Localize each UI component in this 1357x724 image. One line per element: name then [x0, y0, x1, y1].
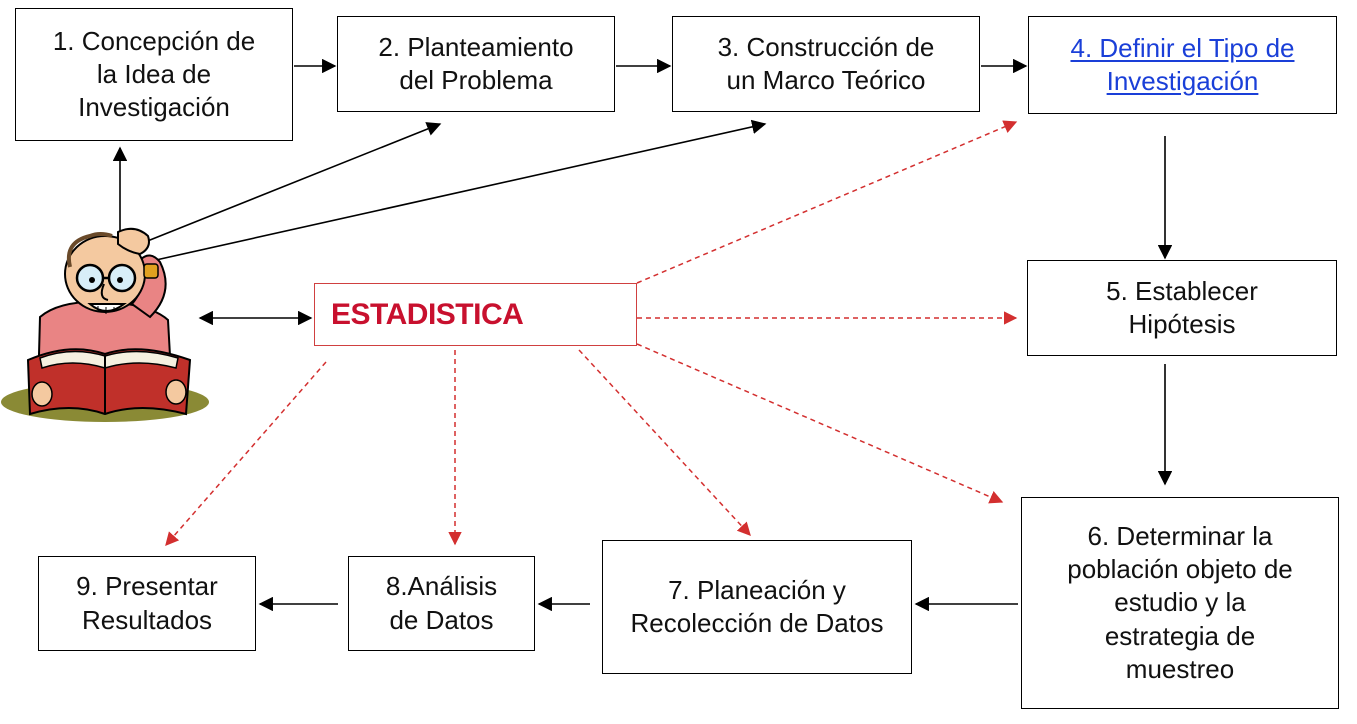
arrow-researcher-to-3	[155, 119, 767, 261]
step-6-label: 6. Determinar la población objeto de est…	[1067, 520, 1293, 684]
step-3-box: 3. Construcción de un Marco Teórico	[672, 16, 980, 112]
step-5-box: 5. Establecer Hipótesis	[1027, 260, 1337, 356]
step-2-label: 2. Planteamiento del Problema	[378, 31, 574, 95]
step-9-box: 9. Presentar Resultados	[38, 556, 256, 651]
dashed-arrow-to-9	[165, 361, 327, 547]
step-2-box: 2. Planteamiento del Problema	[337, 16, 615, 112]
arrow-researcher-to-2	[139, 122, 442, 245]
step-3-label: 3. Construcción de un Marco Teórico	[717, 31, 935, 95]
step-7-label: 7. Planeación y Recolección de Datos	[630, 574, 884, 638]
step-6-box: 6. Determinar la población objeto de est…	[1021, 497, 1339, 709]
step-9-label: 9. Presentar Resultados	[76, 571, 218, 635]
step-8-box: 8.Análisis de Datos	[348, 556, 535, 651]
step-4-link[interactable]: 4. Definir el Tipo de Investigación	[1070, 32, 1295, 96]
dashed-arrow-to-6	[636, 343, 1004, 504]
step-7-box: 7. Planeación y Recolección de Datos	[602, 540, 912, 674]
estadistica-label: ESTADISTICA	[331, 297, 524, 331]
dashed-arrow-to-4	[636, 120, 1018, 284]
dashed-arrow-to-7	[578, 349, 751, 536]
step-8-label: 8.Análisis de Datos	[385, 571, 498, 635]
estadistica-box: ESTADISTICA	[314, 283, 637, 346]
researcher-icon	[1, 227, 209, 422]
step-1-box: 1. Concepción de la Idea de Investigació…	[15, 8, 293, 141]
step-5-label: 5. Establecer Hipótesis	[1106, 275, 1258, 339]
step-1-label: 1. Concepción de la Idea de Investigació…	[52, 25, 256, 123]
step-4-box[interactable]: 4. Definir el Tipo de Investigación	[1028, 16, 1337, 114]
